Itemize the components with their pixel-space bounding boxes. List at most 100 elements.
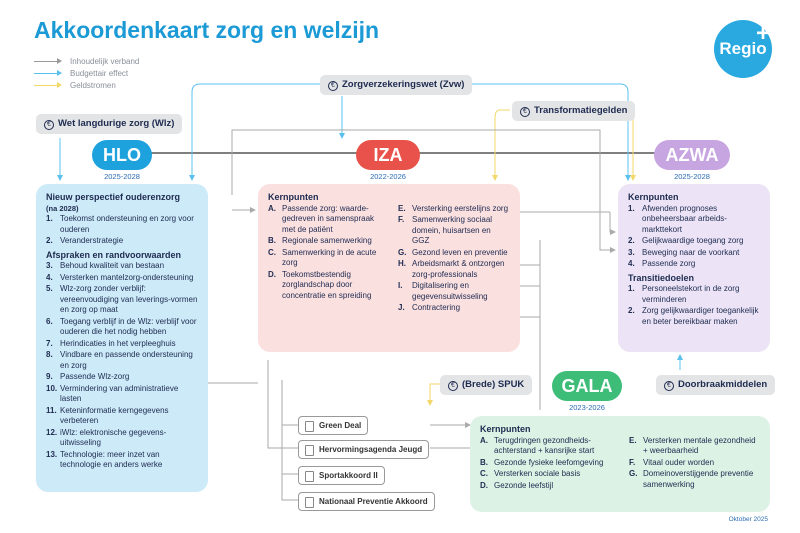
item-text: Gelijkwaardige toegang zorg	[642, 236, 744, 245]
list-item: 5. Wlz-zorg zonder verblijf: vereenvoudig…	[46, 284, 198, 316]
list-item: 6.Toegang verblijf in de Wlz: verblijf v…	[46, 317, 198, 338]
list-item: 2.Zorg gelijkwaardiger toegankelijk en b…	[628, 306, 760, 327]
sub-agreement-sportakkoord: Sportakkoord II	[298, 466, 385, 485]
list-item: 1. Personeelstekort in de zorg vermindere…	[628, 284, 760, 305]
azwa-box: Kernpunten 1.Afwenden prognoses onbeheer…	[618, 184, 770, 352]
fund-zvw: €Zorgverzekeringswet (Zvw)	[320, 75, 473, 95]
list-item: 1. Toekomst ondersteuning en zorg voor ou…	[46, 214, 198, 235]
page-title: Akkoordenkaart zorg en welzijn	[34, 17, 380, 43]
legend-item-inhoudelijk: Inhoudelijk verband	[34, 55, 139, 67]
list-item: B.Gezonde fysieke leefomgeving	[480, 458, 611, 469]
item-text: Contractering	[412, 303, 461, 312]
hlo-box: Nieuw perspectief ouderenzorg (na 2028) …	[36, 184, 208, 492]
item-text: Technologie: meer inzet van technologie …	[60, 449, 163, 470]
item-text: Behoud kwaliteit van bestaan	[60, 261, 165, 270]
item-text: Passende Wlz-zorg	[60, 372, 130, 381]
list-item: E.Versterking eerstelijns zorg	[398, 204, 510, 215]
item-number: B.	[480, 457, 488, 467]
item-number: A.	[480, 435, 488, 445]
euro-icon: €	[520, 107, 530, 117]
item-number: 7.	[46, 338, 53, 348]
item-number: C.	[268, 247, 276, 257]
item-text: Wlz-zorg zonder verblijf: vereenvoudigin…	[60, 284, 198, 314]
item-number: 5.	[46, 284, 53, 293]
list-item: 12.iWlz: elektronische gegevens-uitwisse…	[46, 428, 198, 449]
item-text: Beweging naar de voorkant	[642, 247, 740, 257]
item-text: Passende zorg: waarde-gedreven in samens…	[282, 203, 375, 234]
fund-transformatiegelden: €Transformatiegelden	[512, 101, 636, 121]
item-number: 9.	[46, 372, 53, 381]
item-number: G.	[629, 469, 638, 478]
item-number: 2.	[628, 236, 635, 245]
list-item: 13.Technologie: meer inzet van technolog…	[46, 450, 198, 471]
item-number: 1.	[628, 284, 635, 293]
item-number: 3.	[46, 261, 53, 270]
item-text: Digitalisering en gegevensuitwisseling	[412, 281, 488, 301]
euro-icon: €	[448, 381, 458, 391]
item-number: I.	[398, 281, 403, 290]
item-text: Passende zorg	[642, 259, 696, 268]
regio-plus-logo: Regio+	[714, 20, 772, 78]
list-item: 10.Vermindering van administratieve last…	[46, 384, 198, 405]
item-number: E.	[398, 203, 406, 213]
list-item: 3. Beweging naar de voorkant	[628, 248, 760, 259]
item-text: Personeelstekort in de zorg verminderen	[642, 284, 740, 304]
item-number: F.	[629, 457, 636, 467]
fund-spuk: €(Brede) SPUK	[440, 375, 533, 395]
item-text: Vermindering van administratieve lasten	[60, 383, 179, 404]
list-item: 2. Gelijkwaardige toegang zorg	[628, 236, 760, 247]
item-text: Samenwerking in de acute zorg	[282, 247, 377, 268]
item-text: Vitaal ouder worden	[643, 457, 715, 467]
item-number: 1.	[46, 214, 53, 223]
list-item: A.Passende zorg: waarde-gedreven in same…	[268, 204, 380, 236]
sub-agreement-green-deal: Green Deal	[298, 416, 369, 435]
item-text: Toekomst ondersteuning en zorg voor oude…	[60, 214, 194, 234]
iza-badge: IZA	[356, 140, 420, 170]
iza-box: Kernpunten A.Passende zorg: waarde-gedre…	[258, 184, 520, 352]
list-item: G.Gezond leven en preventie	[398, 248, 510, 259]
item-text: Toekomstbestendig zorglandschap door con…	[282, 269, 372, 300]
euro-icon: €	[664, 381, 674, 391]
list-item: H.Arbeidsmarkt & ontzorgen zorg-professi…	[398, 259, 510, 280]
item-number: 2.	[628, 306, 635, 315]
item-number: D.	[268, 269, 276, 279]
list-item: 2.Veranderstrategie	[46, 236, 198, 247]
list-item: D. Toekomstbestendig zorglandschap door c…	[268, 270, 380, 302]
list-item: 1.Afwenden prognoses onbeheersbaar arbei…	[628, 204, 760, 236]
item-number: 3.	[628, 247, 635, 257]
gala-badge: GALA	[552, 371, 622, 401]
fund-doorbraakmiddelen: €Doorbraakmiddelen	[656, 375, 776, 395]
azwa-badge: AZWA	[654, 140, 730, 170]
item-text: Gezond leven en preventie	[412, 247, 508, 257]
item-number: J.	[398, 303, 405, 312]
date-label: Oktober 2025	[728, 516, 768, 523]
euro-icon: €	[44, 120, 54, 130]
hlo-badge: HLO	[92, 140, 152, 170]
euro-icon: €	[328, 81, 338, 91]
azwa-years: 2025-2028	[674, 172, 710, 181]
item-text: Samenwerking sociaal domein, huisartsen …	[412, 215, 493, 245]
item-text: Gezonde leefstijl	[494, 480, 554, 490]
item-number: 4.	[628, 259, 635, 268]
list-item: I. Digitalisering en gegevensuitwisseling	[398, 281, 510, 302]
list-item: 7.Herindicaties in het verpleeghuis	[46, 339, 198, 350]
item-number: 2.	[46, 236, 53, 245]
item-text: Vindbare en passende ondersteuning en zo…	[60, 350, 193, 370]
list-item: F.Samenwerking sociaal domein, huisartse…	[398, 215, 510, 247]
sub-agreement-hervormingsagenda-jeugd: Hervormingsagenda Jeugd	[298, 440, 430, 459]
item-text: Versterken mantelzorg-ondersteuning	[60, 272, 194, 282]
item-number: C.	[480, 469, 488, 478]
iza-years: 2022-2026	[370, 172, 406, 181]
item-number: B.	[268, 236, 276, 245]
list-item: 3. Behoud kwaliteit van bestaan	[46, 261, 198, 272]
item-number: H.	[398, 259, 406, 268]
gala-box: Kernpunten A.Terugdringen gezondheids-ac…	[470, 416, 770, 512]
list-item: 11.Keteninformatie kerngegevens verbeter…	[46, 406, 198, 427]
list-item: A.Terugdringen gezondheids-achterstand +…	[480, 436, 611, 457]
list-item: C.Versterken sociale basis	[480, 469, 611, 480]
item-number: E.	[629, 435, 637, 445]
legend: Inhoudelijk verband Budgettair effect Ge…	[34, 55, 139, 91]
list-item: C. Samenwerking in de acute zorg	[268, 248, 380, 269]
item-text: Regionale samenwerking	[282, 236, 372, 245]
item-number: 4.	[46, 272, 53, 282]
